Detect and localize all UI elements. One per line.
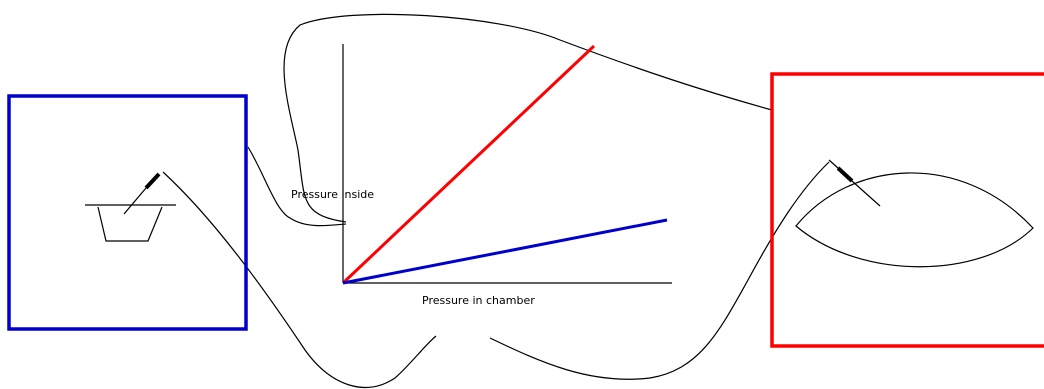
x-axis-label: Pressure in chamber (422, 294, 535, 307)
left-needle-probe-icon (123, 172, 161, 215)
lens-bag-icon (795, 172, 1034, 268)
left-panel-frame (7, 94, 248, 331)
red-series-line (341, 44, 596, 285)
left-box-to-axis-curve (247, 146, 347, 227)
blue-series-line (342, 218, 668, 285)
dish-icon (85, 204, 176, 242)
right-needle-probe-icon (828, 159, 881, 207)
y-axis-label: Pressure inside (291, 188, 374, 201)
graph-axes (342, 44, 672, 284)
bottom-wire-left (162, 171, 437, 388)
top-connector-curve (283, 13, 773, 223)
bottom-wire-right (489, 161, 830, 380)
right-panel-frame (770, 72, 1044, 348)
